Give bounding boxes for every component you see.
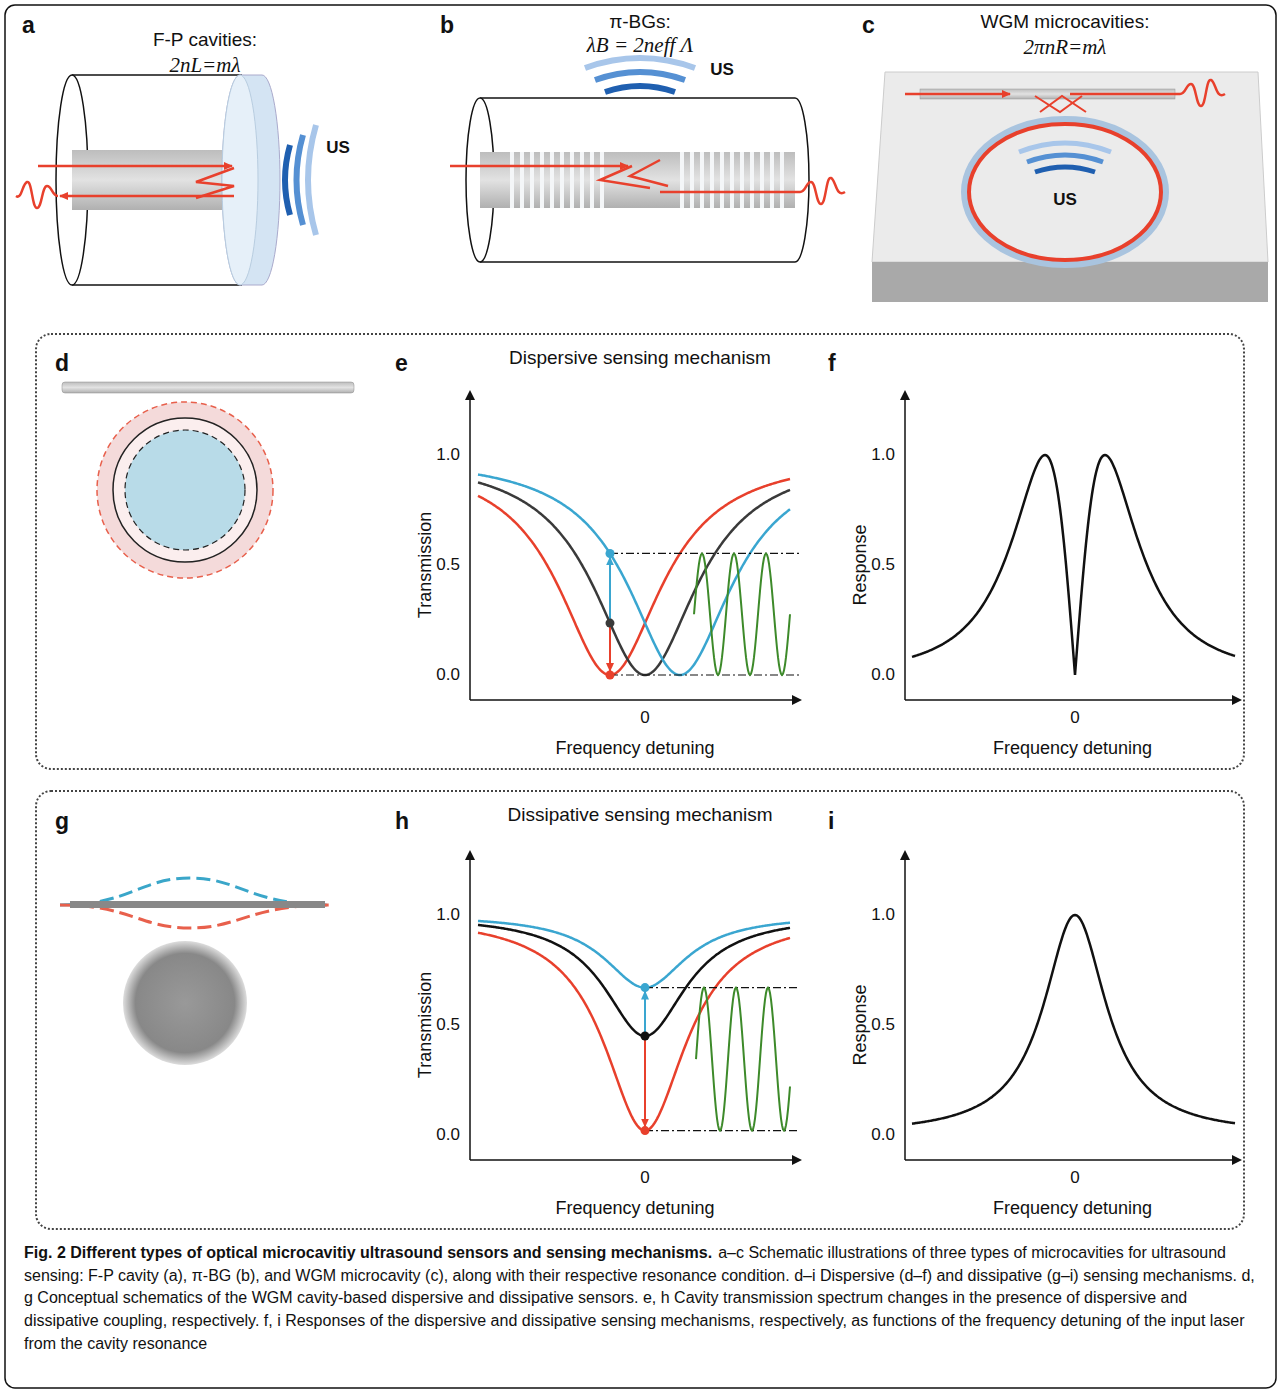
transmission-curve [478, 925, 790, 1036]
tick-label: 0.0 [871, 1125, 895, 1145]
operating-point [606, 549, 615, 558]
resonance-condition: 2nL=mλ [169, 53, 240, 77]
tick-label: 1.0 [871, 905, 895, 925]
shift-arrow [609, 557, 611, 619]
x-axis [905, 699, 1240, 701]
response-curve [912, 915, 1235, 1124]
axis-title: Frequency detuning [555, 738, 714, 759]
tick-label: 0.0 [436, 665, 460, 685]
panel-letter: f [828, 350, 836, 376]
y-axis [904, 852, 906, 1160]
level-line [645, 1130, 800, 1131]
tick-label: 0.5 [436, 555, 460, 575]
tick-label: 0.5 [436, 1015, 460, 1035]
panel-letter: b [440, 12, 454, 38]
level-line [645, 987, 800, 988]
axis-title: Response [850, 524, 871, 605]
transmission-curve [478, 475, 790, 676]
panel-letter: h [395, 808, 409, 834]
resonance-condition: λB = 2neff Λ [587, 33, 694, 57]
tick-label: 0.0 [871, 665, 895, 685]
cavity-name: π-BGs: [609, 11, 671, 33]
wgm-chip [872, 72, 1268, 302]
panel-letter: e [395, 350, 408, 376]
x-axis [470, 1159, 800, 1161]
operating-point [606, 671, 615, 680]
dispersive-schematic [62, 382, 354, 578]
tick-label: 0 [640, 708, 649, 728]
tick-label: 1.0 [436, 905, 460, 925]
output-signal [696, 988, 790, 1131]
figure-title: Fig. 2 Different types of optical microc… [24, 1244, 712, 1261]
tick-label: 0.5 [871, 555, 895, 575]
caption-block: Fig. 2 Different types of optical microc… [24, 1242, 1256, 1356]
level-line [610, 674, 800, 675]
frame [5, 5, 1276, 1388]
panel-letter: c [862, 12, 875, 38]
panel-letter: a [22, 12, 35, 38]
ultrasound-label: US [326, 138, 350, 158]
axis-title: Response [850, 984, 871, 1065]
tick-label: 0.0 [436, 1125, 460, 1145]
resonance-condition: 2πnR=mλ [1024, 35, 1107, 59]
output-signal [694, 553, 790, 675]
x-axis [905, 1159, 1240, 1161]
operating-point [641, 1126, 650, 1135]
shift-arrow [609, 627, 611, 671]
shift-arrow [644, 1040, 646, 1127]
tick-label: 0.5 [871, 1015, 895, 1035]
axis-title: Transmission [415, 972, 436, 1078]
axis-title: Frequency detuning [993, 738, 1152, 759]
panel-letter: g [55, 808, 69, 834]
panel-title: Dissipative sensing mechanism [37, 804, 1243, 826]
plots [470, 392, 1240, 1160]
mechanism-panel: Dispersive sensing mechanism [35, 333, 1245, 770]
cavity-name: WGM microcavities: [981, 11, 1150, 33]
y-axis [469, 392, 471, 700]
operating-point [641, 1032, 650, 1041]
pi-bragg-grating [450, 58, 845, 262]
transmission-curve [478, 482, 790, 675]
axis-title: Transmission [415, 512, 436, 618]
dissipative-schematic [60, 878, 330, 1065]
level-line [610, 553, 800, 554]
shift-arrow [644, 992, 646, 1032]
y-axis [469, 852, 471, 1160]
ultrasound-label: US [1053, 190, 1077, 210]
axis-title: Frequency detuning [993, 1198, 1152, 1219]
tick-label: 0 [1070, 1168, 1079, 1188]
tick-label: 1.0 [436, 445, 460, 465]
transmission-curve [478, 479, 790, 675]
cavity-name: F-P cavities: [153, 29, 257, 51]
tick-label: 0 [640, 1168, 649, 1188]
tick-label: 0 [1070, 708, 1079, 728]
panel-title: Dispersive sensing mechanism [37, 347, 1243, 369]
x-axis [470, 699, 800, 701]
transmission-curve [478, 921, 790, 988]
axis-title: Frequency detuning [555, 1198, 714, 1219]
operating-point [606, 619, 615, 628]
fp-cavity [16, 75, 316, 285]
response-curve [912, 455, 1235, 675]
panel-letter: d [55, 350, 69, 376]
mechanism-panel: Dissipative sensing mechanism [35, 790, 1245, 1230]
panel-letter: i [828, 808, 834, 834]
ultrasound-label: US [710, 60, 734, 80]
y-axis [904, 392, 906, 700]
operating-point [641, 983, 650, 992]
tick-label: 1.0 [871, 445, 895, 465]
